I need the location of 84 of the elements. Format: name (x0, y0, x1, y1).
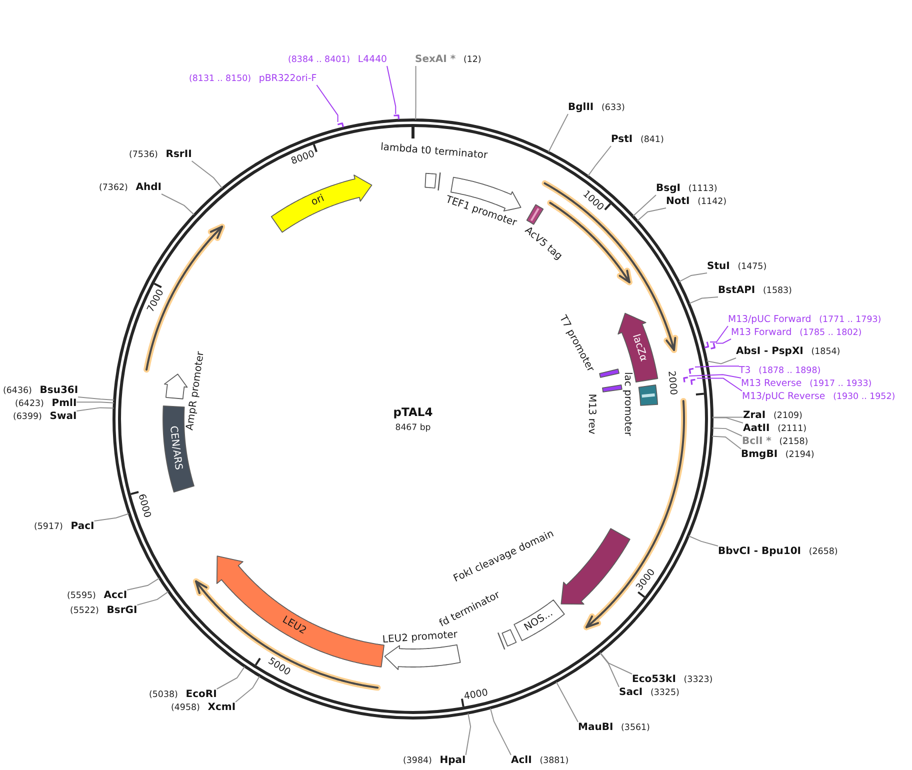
primer-label: M13 Forward (1785 .. 1802) (731, 327, 862, 339)
tick-label: 2000 (666, 370, 680, 396)
restriction-site-label: AclI (3881) (511, 755, 569, 767)
restriction-site-label: (5917) PacI (34, 521, 94, 533)
restriction-site-label: PstI (841) (611, 134, 664, 146)
leader-line (136, 591, 169, 606)
leader-line (76, 407, 114, 412)
leader-line (599, 652, 620, 688)
restriction-site-label: SacI (3325) (619, 687, 680, 699)
restriction-site-label: (6423) PmlI (15, 398, 77, 410)
feature-label: LEU2 promoter (382, 629, 458, 647)
feature-label: AmpR promoter (184, 350, 208, 432)
primer-label: M13/pUC Reverse (1930 .. 1952) (742, 391, 896, 403)
restriction-site-label: BstAPI (1583) (718, 285, 792, 297)
feature-label: NOS... (522, 607, 556, 634)
restriction-site-label: (7362) AhdI (99, 182, 162, 194)
restriction-site-label: NotI (1142) (666, 196, 727, 208)
leader-line (688, 374, 742, 378)
restriction-site-label: (3984) HpaI (403, 755, 466, 767)
feature-label: M13 rev (585, 394, 597, 434)
restriction-site-label: BmgBI (2194) (741, 449, 814, 461)
restriction-site-label: (5595) AccI (67, 590, 128, 602)
leader-line (694, 366, 740, 368)
leader-line (216, 666, 246, 690)
tick-label: 8000 (290, 148, 316, 168)
leader-line (688, 536, 718, 546)
leader-line (415, 66, 416, 120)
plasmid-name: pTAL4 (393, 406, 433, 420)
primer-label: (8384 .. 8401) L4440 (288, 54, 388, 66)
leader-line (161, 194, 195, 216)
leader-line (76, 402, 114, 404)
leader-line (94, 513, 130, 522)
restriction-site-label: Eco53kI (3323) (632, 674, 713, 686)
feature-label: ori (310, 193, 327, 210)
leader-line (688, 296, 718, 304)
primer-label: M13 Reverse (1917 .. 1933) (741, 378, 872, 390)
leader-line (235, 676, 260, 702)
primer-label: T3 (1878 .. 1898) (739, 365, 821, 377)
restriction-site-label: (5522) BsrGI (70, 605, 138, 617)
restriction-site-label: StuI (1475) (707, 261, 767, 273)
restriction-site-label: BbvCI - Bpu10I (2658) (718, 546, 838, 558)
plasmid-length: 8467 bp (395, 422, 431, 434)
leader-line (712, 417, 744, 424)
restriction-site-label: (7536) RsrII (129, 149, 192, 161)
restriction-site-label: BsgI (1113) (656, 183, 718, 195)
leader-line (678, 272, 708, 282)
feature-label: lambda t0 terminator (380, 142, 488, 162)
leader-line (696, 378, 742, 392)
leader-line (600, 652, 632, 674)
leader-line (716, 338, 732, 344)
restriction-site-label: (6436) Bsu36I (3, 385, 78, 397)
leader-line (548, 114, 568, 152)
restriction-site-label: AbsI - PspXI (1854) (736, 346, 840, 358)
restriction-site-label: (4958) XcmI (171, 702, 236, 714)
leader-line (490, 708, 512, 756)
leader-line (316, 84, 338, 122)
restriction-site-label: BclI * (2158) (742, 436, 808, 448)
leader-line (78, 396, 115, 400)
leader-line (706, 358, 736, 364)
feature-label: CEN/ARS (166, 425, 184, 471)
leader-line (710, 326, 728, 343)
leader-line (126, 578, 160, 590)
feature-label: lac promoter (621, 372, 633, 436)
primer-label: M13/pUC Forward (1771 .. 1793) (728, 314, 882, 326)
leader-line (637, 208, 666, 222)
feature-label: lacZα (629, 332, 649, 363)
restriction-site-label: (5038) EcoRI (149, 689, 217, 701)
leader-line (712, 428, 742, 436)
tick-label: 4000 (463, 687, 490, 702)
restriction-site-label: AatII (2111) (743, 423, 806, 435)
restriction-site-label: SexAI * (12) (415, 54, 482, 66)
leader-line (712, 436, 742, 450)
leader-line (588, 146, 612, 176)
leader-line (632, 194, 656, 216)
restriction-site-label: BglII (633) (568, 102, 625, 114)
leader-line (191, 160, 223, 189)
restriction-site-label: MauBI (3561) (578, 722, 650, 734)
restriction-site-label: (6399) SwaI (13, 411, 77, 423)
leader-line (386, 66, 396, 114)
leader-line (556, 681, 578, 722)
leader-line (465, 712, 472, 756)
restriction-site-label: ZraI (2109) (743, 410, 802, 422)
tick-label: 6000 (135, 492, 152, 520)
primer-label: (8131 .. 8150) pBR322ori-F (189, 73, 317, 85)
